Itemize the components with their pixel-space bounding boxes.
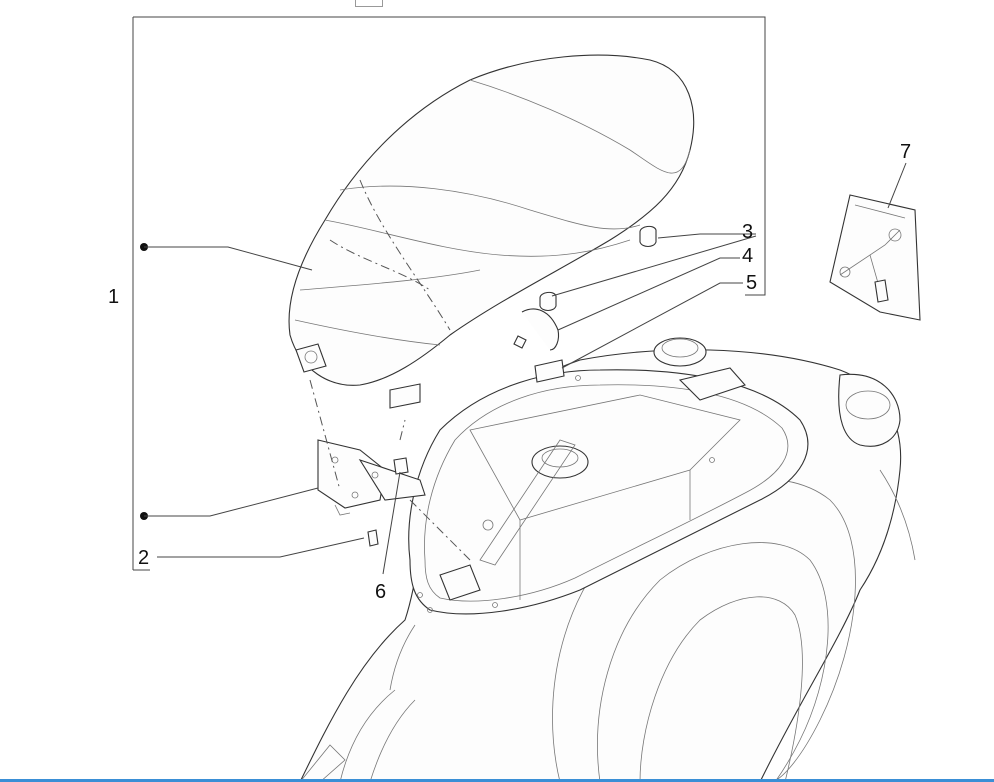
seat-cable <box>513 308 560 351</box>
pad <box>534 359 565 383</box>
callout-2: 2 <box>138 547 149 569</box>
scooter-body <box>299 337 916 782</box>
callout-5: 5 <box>746 272 757 294</box>
callout-4: 4 <box>742 245 753 267</box>
callout-6: 6 <box>375 581 386 603</box>
callout-numbers: 1 2 3 4 5 6 7 <box>108 141 911 603</box>
seat <box>288 54 695 409</box>
assembly-lines <box>309 379 471 561</box>
nut <box>393 457 409 475</box>
assembly-bracket <box>132 16 766 571</box>
leader-lines <box>140 162 907 575</box>
screw <box>367 529 379 547</box>
callout-3: 3 <box>742 221 753 243</box>
rubber-buffer <box>539 225 657 312</box>
callout-7: 7 <box>900 141 911 163</box>
bottom-accent-bar <box>0 779 994 782</box>
tool-kit-bag <box>829 194 921 321</box>
seat-hinge <box>317 439 426 516</box>
callout-1: 1 <box>108 286 119 308</box>
top-tab <box>355 0 383 7</box>
